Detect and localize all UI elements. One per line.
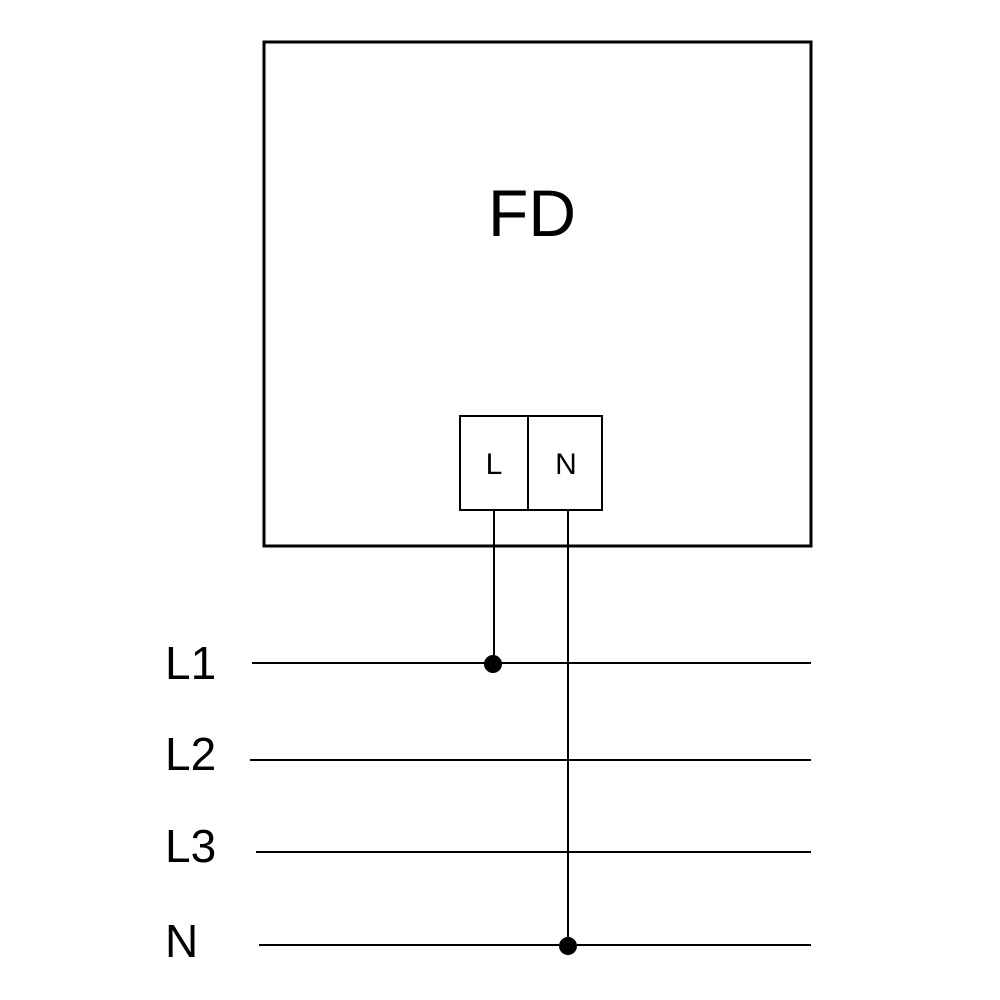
bus-label-l3: L3 bbox=[165, 820, 216, 872]
junction-dot-n bbox=[559, 937, 577, 955]
terminal-n-label: N bbox=[555, 448, 577, 481]
bus-label-l1: L1 bbox=[165, 637, 216, 689]
device-label: FD bbox=[488, 176, 576, 250]
device-box bbox=[262, 40, 813, 548]
terminal-n-box bbox=[527, 415, 603, 511]
bus-label-l2: L2 bbox=[165, 728, 216, 780]
terminal-l-label: L bbox=[486, 448, 503, 481]
junction-dot-l1 bbox=[484, 655, 502, 673]
bus-label-n: N bbox=[165, 915, 198, 967]
